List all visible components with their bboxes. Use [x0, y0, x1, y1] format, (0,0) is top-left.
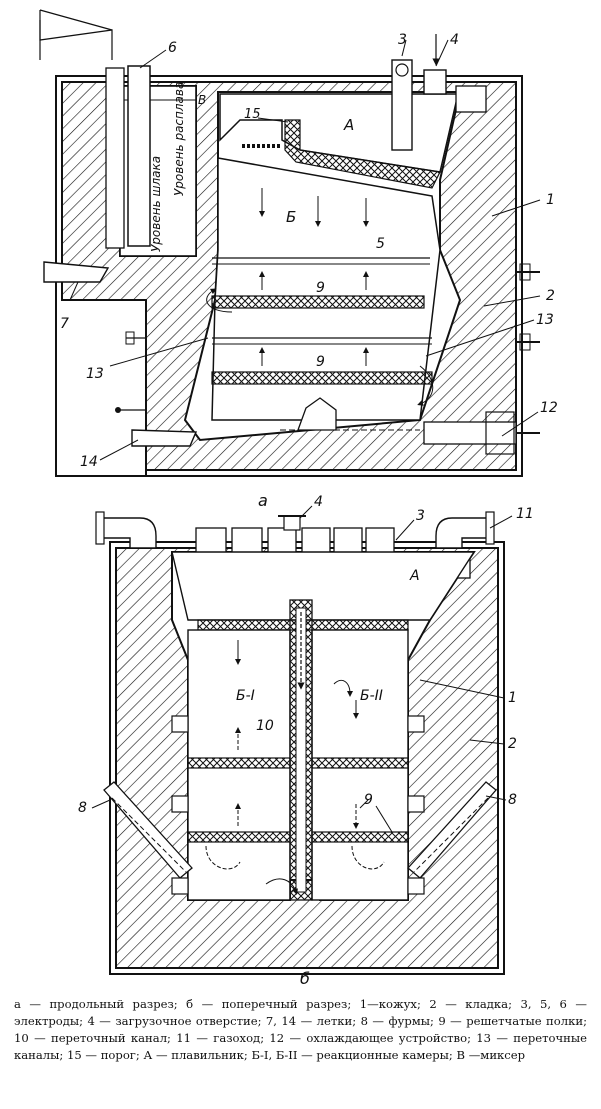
- label-a-3: 3: [398, 32, 407, 48]
- label-a-B: Б: [286, 208, 296, 226]
- label-b-9: 9: [364, 792, 373, 808]
- label-b-2: 2: [508, 736, 517, 752]
- label-b-A: А: [409, 568, 420, 584]
- label-a-2: 2: [546, 288, 555, 304]
- tuyere-8-left: [103, 781, 193, 879]
- section-b: 1 2 3 4 8 8 9 10 11 А Б-I Б-II б: [78, 494, 534, 988]
- furnace-drawing: 1 2 3 4 5 6 7 9 9 12 13 13 14 15 А Б В У…: [39, 9, 558, 988]
- electrode-6: [127, 65, 151, 247]
- electrode-3: [391, 59, 413, 151]
- cooling-device-12: [423, 421, 517, 445]
- gas-duct-left: [99, 517, 157, 549]
- melt-level-label: Уровень расплава: [172, 82, 186, 196]
- label-a-12: 12: [540, 400, 558, 416]
- slag-level-label: Уровень шлака: [149, 156, 163, 252]
- label-a-9-top: 9: [316, 280, 325, 296]
- tap-hole-7: [43, 261, 110, 283]
- threshold-15: [284, 119, 441, 189]
- label-b-8-right: 8: [508, 792, 517, 808]
- label-b-10: 10: [256, 718, 274, 734]
- label-a-6: 6: [168, 40, 177, 56]
- label-b-1: 1: [508, 690, 517, 706]
- label-b-B1: Б-I: [236, 688, 255, 704]
- shelf-9-top: [211, 295, 425, 309]
- caption-b: б: [300, 969, 310, 988]
- label-b-8-left: 8: [78, 800, 87, 816]
- label-b-4: 4: [314, 494, 323, 510]
- label-a-9-bottom: 9: [316, 354, 325, 370]
- caption-a: а: [258, 491, 268, 510]
- label-a-1: 1: [546, 192, 555, 208]
- label-a-A: А: [343, 116, 354, 134]
- label-b-B2: Б-II: [360, 688, 383, 704]
- label-a-14: 14: [80, 454, 98, 470]
- label-a-15: 15: [244, 107, 261, 122]
- label-a-13-left: 13: [86, 366, 104, 382]
- figure-legend: а — продольный разрез; б — поперечный ра…: [14, 997, 587, 1062]
- label-a-V: В: [198, 93, 206, 107]
- gas-duct-11: [435, 517, 491, 549]
- label-a-13-right: 13: [536, 312, 554, 328]
- label-a-7: 7: [60, 316, 69, 332]
- label-a-4: 4: [450, 32, 459, 48]
- label-b-3: 3: [416, 508, 425, 524]
- label-a-5: 5: [376, 236, 385, 252]
- section-a: 1 2 3 4 5 6 7 9 9 12 13 13 14 15 А Б В У…: [39, 9, 558, 510]
- tuyere-8-right: [407, 781, 497, 879]
- tap-hole-14: [131, 429, 198, 447]
- charging-hole-4-b: [283, 515, 301, 531]
- label-b-11: 11: [516, 506, 534, 522]
- shelf-b-bottom: [187, 831, 291, 843]
- shelf-b-top: [187, 757, 291, 769]
- shelf-9-bottom: [211, 371, 433, 385]
- charging-hole-4: [423, 69, 447, 95]
